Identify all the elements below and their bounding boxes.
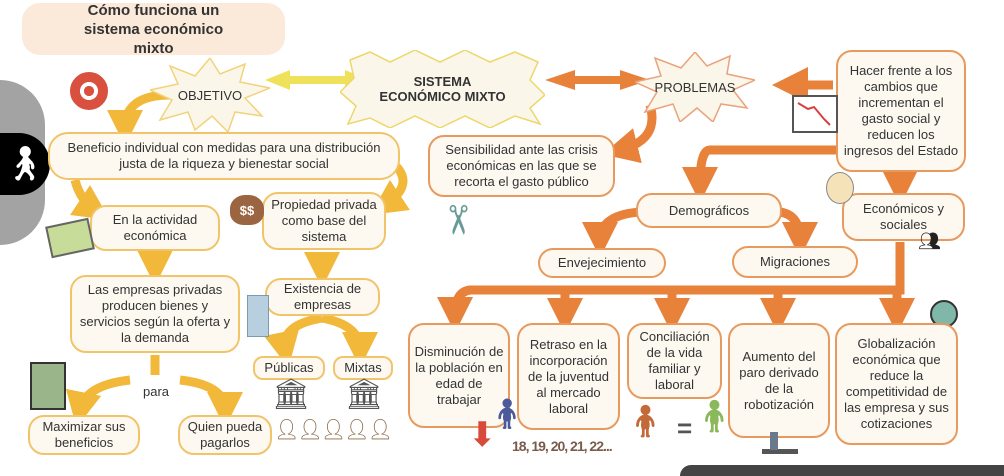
demograficos-box: Demográficos xyxy=(636,193,782,228)
demograficos-text: Demográficos xyxy=(668,202,750,218)
target-icon xyxy=(70,72,108,110)
sistema-label: SISTEMA ECONÓMICO MIXTO xyxy=(379,74,506,104)
migraciones-box: Migraciones xyxy=(732,246,858,278)
worker-icon: 🧍︎ xyxy=(488,398,527,431)
sistema-burst: SISTEMA ECONÓMICO MIXTO xyxy=(340,50,545,128)
propiedad-box: Propiedad privada como base del sistema xyxy=(262,192,386,250)
globalizacion-text: Globalización económica que reduce la co… xyxy=(844,336,949,431)
sensibilidad-box: Sensibilidad ante las crisis económicas … xyxy=(428,135,615,197)
quien-pueda-text: Quien pueda pagarlos xyxy=(187,419,263,450)
problemas-label: PROBLEMAS xyxy=(654,79,736,95)
existencia-box: Existencia de empresas xyxy=(265,278,380,316)
beneficio-text: Beneficio individual con medidas para un… xyxy=(67,140,381,171)
declining-chart-icon xyxy=(792,95,838,133)
equals-icon: = xyxy=(677,413,693,443)
retraso-text: Retraso en la incorporación de la juvent… xyxy=(528,336,609,416)
crowd-icon: 👥︎ xyxy=(918,231,941,251)
publicas-text: Públicas xyxy=(264,360,314,375)
cash-icon xyxy=(30,362,66,410)
piggy-bank-icon xyxy=(826,172,854,204)
sweeper-icon: 🧍︎ xyxy=(694,398,735,434)
robot-arm-icon xyxy=(762,432,798,454)
objetivo-burst: OBJETIVO xyxy=(150,58,270,132)
hacer-frente-text: Hacer frente a los cambios que increment… xyxy=(843,63,959,158)
bank-icon: 🏛︎ xyxy=(272,378,311,411)
scissors-icon: ✂︎ xyxy=(434,203,479,237)
globalizacion-box: Globalización económica que reduce la co… xyxy=(835,323,958,445)
building-icon xyxy=(247,295,269,337)
accessibility-button[interactable]: 🚶︎ xyxy=(0,133,50,195)
empresas-privadas-box: Las empresas privadas producen bienes y … xyxy=(70,275,240,353)
empresas-privadas-text: Las empresas privadas producen bienes y … xyxy=(79,282,231,345)
title-box: Cómo funciona un sistema económico mixto xyxy=(22,1,285,57)
conciliacion-box: Conciliación de la vida familiar y labor… xyxy=(627,323,722,399)
economicos-text: Económicos y sociales xyxy=(863,201,944,232)
hacer-frente-box: Hacer frente a los cambios que increment… xyxy=(836,50,966,172)
retraso-box: Retraso en la incorporación de la juvent… xyxy=(517,323,620,430)
money-bag-icon: $$ xyxy=(230,195,264,225)
maximizar-box: Maximizar sus beneficios xyxy=(28,415,140,455)
disminucion-box: Disminución de la población en edad de t… xyxy=(408,323,510,428)
diagram-title: Cómo funciona un sistema económico mixto xyxy=(83,1,224,57)
ages-label: 18, 19, 20, 21, 22... xyxy=(512,438,613,454)
actividad-box: En la actividad económica xyxy=(90,205,220,251)
aumento-paro-text: Aumento del paro derivado de la robotiza… xyxy=(739,348,819,412)
envejecimiento-box: Envejecimiento xyxy=(538,248,666,278)
publicas-box: Públicas xyxy=(253,356,325,380)
bank-money-icon: 🏛︎ xyxy=(345,378,384,411)
aumento-paro-box: Aumento del paro derivado de la robotiza… xyxy=(728,323,830,438)
family-icon: 🧍︎ xyxy=(625,403,666,439)
propiedad-text: Propiedad privada como base del sistema xyxy=(271,197,377,244)
disminucion-text: Disminución de la población en edad de t… xyxy=(414,343,504,407)
para-label: para xyxy=(143,384,170,399)
economicos-box: Económicos y sociales xyxy=(842,193,965,241)
envejecimiento-text: Envejecimiento xyxy=(557,255,647,270)
down-arrow-icon: ⬇︎ xyxy=(468,416,497,454)
people-icon: 👤︎👤︎👤︎👤︎👤︎ xyxy=(274,419,393,441)
problemas-burst: PROBLEMAS xyxy=(635,52,755,122)
accessibility-icon: 🚶︎ xyxy=(3,145,47,183)
migraciones-text: Migraciones xyxy=(759,254,831,269)
objetivo-label: OBJETIVO xyxy=(177,87,243,103)
mixtas-text: Mixtas xyxy=(344,360,382,375)
beneficio-box: Beneficio individual con medidas para un… xyxy=(48,132,400,180)
existencia-text: Existencia de empresas xyxy=(283,281,362,312)
conciliacion-text: Conciliación de la vida familiar y labor… xyxy=(639,329,710,392)
bottom-toolbar[interactable] xyxy=(680,465,1004,476)
sensibilidad-text: Sensibilidad ante las crisis económicas … xyxy=(445,142,598,189)
mixtas-box: Mixtas xyxy=(333,356,393,380)
quien-pueda-box: Quien pueda pagarlos xyxy=(178,415,272,455)
actividad-text: En la actividad económica xyxy=(112,212,198,243)
maximizar-text: Maximizar sus beneficios xyxy=(42,419,126,450)
